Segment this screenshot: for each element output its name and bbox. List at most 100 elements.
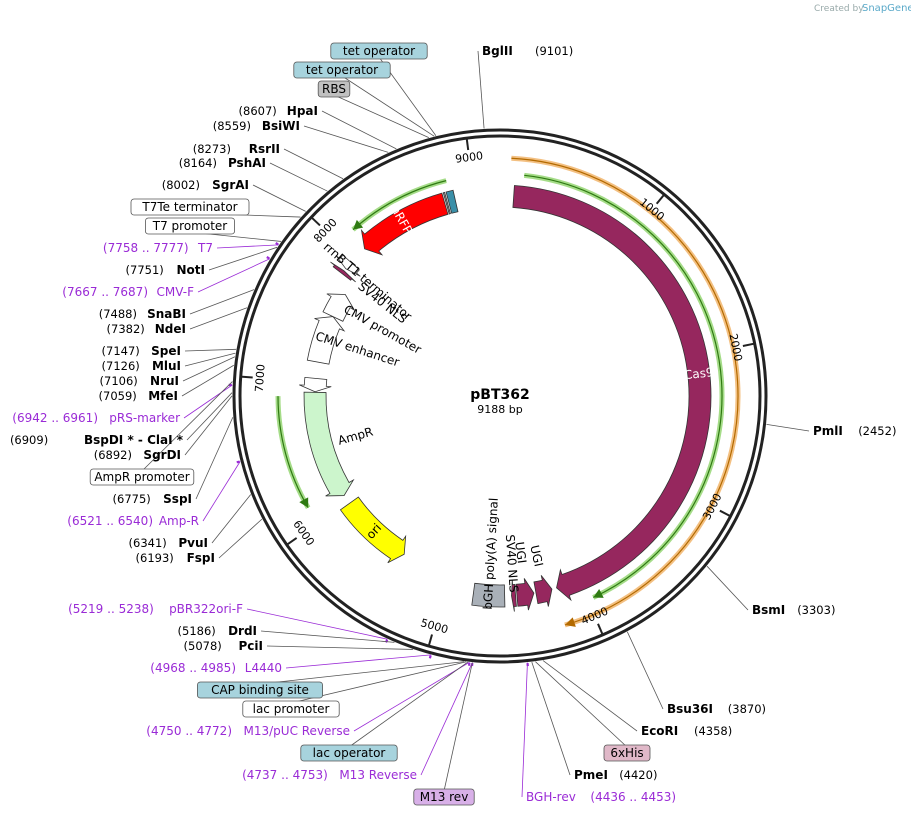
site-position: (7488) xyxy=(99,307,137,321)
feature-shape xyxy=(303,391,355,497)
feature-label-rbs[interactable]: RBS xyxy=(317,80,351,98)
site-position: (7751) xyxy=(126,263,164,277)
feature-mrfp1[interactable]: mRFP1 xyxy=(360,192,449,256)
site-mfei[interactable]: MfeI(7059) xyxy=(99,389,178,403)
feature-shape xyxy=(512,185,712,602)
feature-sv40-nls[interactable]: SV40 NLS xyxy=(503,534,521,612)
site-bsmi[interactable]: BsmI(3303) xyxy=(752,603,835,617)
feature-shape xyxy=(515,578,535,611)
leader-line xyxy=(246,608,388,640)
ruler-tick xyxy=(286,537,298,546)
feature-rbs[interactable] xyxy=(442,191,451,215)
feature-label-6xhis[interactable]: 6xHis xyxy=(603,744,651,762)
site-bspdi-clai[interactable]: BspDI * - ClaI *(6909) xyxy=(10,433,184,447)
site-mlui[interactable]: MluI(7126) xyxy=(102,359,181,373)
site-nrui[interactable]: NruI(7106) xyxy=(100,374,179,388)
feature-label-m13-rev[interactable]: M13 rev xyxy=(413,788,475,806)
enzyme-name: SnaBI xyxy=(147,307,186,321)
site-pcii[interactable]: PciI(5078) xyxy=(184,639,263,653)
feature-ori[interactable]: ori xyxy=(339,496,407,564)
site-fspi[interactable]: FspI(6193) xyxy=(136,551,215,565)
feature-label-t7-promoter[interactable]: T7 promoter xyxy=(144,217,235,235)
site-ndei[interactable]: NdeI(7382) xyxy=(107,322,186,336)
feature-label-lac-operator[interactable]: lac operator xyxy=(300,744,398,762)
primer-prs-marker[interactable]: pRS-marker(6942 .. 6961) xyxy=(12,411,180,425)
feature-label-box xyxy=(196,681,323,699)
feature-label-ampr-promoter[interactable]: AmpR promoter xyxy=(89,468,195,486)
primer-range: (7667 .. 7687) xyxy=(62,285,148,299)
primer-amp-r[interactable]: Amp-R(6521 .. 6540) xyxy=(67,514,199,528)
feature-ugi-2[interactable]: UGI xyxy=(512,541,535,611)
feature-tet-operator[interactable] xyxy=(445,189,459,214)
site-pvui[interactable]: PvuI(6341) xyxy=(129,536,208,550)
site-pshai[interactable]: PshAI(8164) xyxy=(179,156,266,170)
site-drdi[interactable]: DrdI(5186) xyxy=(178,624,257,638)
primer-name: pBR322ori-F xyxy=(169,602,243,616)
primer-bgh-rev[interactable]: BGH-rev(4436 .. 4453) xyxy=(526,790,676,804)
ruler-tick xyxy=(742,342,755,347)
primer-name: Amp-R xyxy=(159,514,199,528)
feature-label-box xyxy=(89,468,195,486)
enzyme-name: PmeI xyxy=(574,768,608,782)
primer-range: (4737 .. 4753) xyxy=(242,768,328,782)
primer-binding-mark xyxy=(236,460,240,464)
feature-label-cap-binding-site[interactable]: CAP binding site xyxy=(196,681,323,699)
site-sgrdi[interactable]: SgrDI(6892) xyxy=(94,448,181,462)
primer-range: (7758 .. 7777) xyxy=(103,241,189,255)
primer-range: (6942 .. 6961) xyxy=(12,411,98,425)
feature-label-text: lac promoter xyxy=(253,702,330,716)
feature-label-text: T7 promoter xyxy=(152,219,228,233)
leader-line xyxy=(766,423,810,432)
site-bsiwi[interactable]: BsiWI(8559) xyxy=(213,119,300,133)
feature-label-text: CAP binding site xyxy=(211,683,309,697)
site-sspi[interactable]: SspI(6775) xyxy=(113,492,192,506)
site-pmli[interactable]: PmlI(2452) xyxy=(813,424,896,438)
feature-label-t7te-terminator[interactable]: T7Te terminator xyxy=(130,198,250,216)
primer-m13-puc-reverse[interactable]: M13/pUC Reverse(4750 .. 4772) xyxy=(146,724,350,738)
site-position: (7126) xyxy=(102,359,140,373)
primer-name: CMV-F xyxy=(157,285,195,299)
primer-pbr322ori-f[interactable]: pBR322ori-F(5219 .. 5238) xyxy=(68,602,243,616)
orf-arrowhead xyxy=(593,589,604,598)
site-noti[interactable]: NotI(7751) xyxy=(126,263,205,277)
feature-ampr-promoter[interactable] xyxy=(299,376,332,393)
site-snabi[interactable]: SnaBI (7488) xyxy=(99,307,186,321)
orf-arc-core xyxy=(352,180,447,231)
site-bglii[interactable]: BglII(9101) xyxy=(482,44,573,58)
primer-binding-mark xyxy=(428,655,432,659)
feature-shape xyxy=(471,582,506,608)
primer-cmv-f[interactable]: CMV-F (7667 .. 7687) xyxy=(62,285,194,299)
feature-bgh-poly-a-signal[interactable]: bGH poly(A) signal xyxy=(471,497,506,610)
plasmid-backbone xyxy=(232,128,768,664)
ruler-tick xyxy=(465,138,470,151)
leader-line xyxy=(197,258,270,293)
feature-ampr[interactable]: AmpR xyxy=(303,391,375,497)
feature-cas9[interactable]: Cas9 xyxy=(512,185,714,602)
feature-label-tet-operator[interactable]: tet operator xyxy=(330,42,428,60)
feature-ugi[interactable]: UGI xyxy=(527,544,553,607)
site-spei[interactable]: SpeI(7147) xyxy=(102,344,181,358)
primer-t7[interactable]: T7(7758 .. 7777) xyxy=(103,241,213,255)
leader-line xyxy=(303,125,389,153)
leader-line xyxy=(182,356,236,382)
orf-arrowhead xyxy=(564,617,576,627)
primer-m13-reverse[interactable]: M13 Reverse(4737 .. 4753) xyxy=(242,768,417,782)
feature-shape xyxy=(322,293,356,322)
feature-label-text: T7Te terminator xyxy=(141,200,237,214)
site-rsrii[interactable]: RsrII(8273) xyxy=(193,142,280,156)
feature-label-lac-promoter[interactable]: lac promoter xyxy=(242,700,340,718)
ruler-tick xyxy=(719,509,731,518)
primer-name: M13/pUC Reverse xyxy=(244,724,351,738)
leader-line xyxy=(521,662,528,798)
site-hpai[interactable]: HpaI(8607) xyxy=(239,104,318,118)
leader-line xyxy=(321,110,397,150)
site-ecori[interactable]: EcoRI(4358) xyxy=(641,724,732,738)
feature-label-tet-operator[interactable]: tet operator xyxy=(293,61,391,79)
feature-label-text: 6xHis xyxy=(610,746,643,760)
leader-line xyxy=(348,661,469,748)
enzyme-name: PciI xyxy=(239,639,264,653)
primer-l4440[interactable]: L4440(4968 .. 4985) xyxy=(150,661,282,675)
site-sgrai[interactable]: SgrAI(8002) xyxy=(162,178,249,192)
site-bsu36i[interactable]: Bsu36I(3870) xyxy=(667,702,766,716)
site-pmei[interactable]: PmeI(4420) xyxy=(574,768,657,782)
